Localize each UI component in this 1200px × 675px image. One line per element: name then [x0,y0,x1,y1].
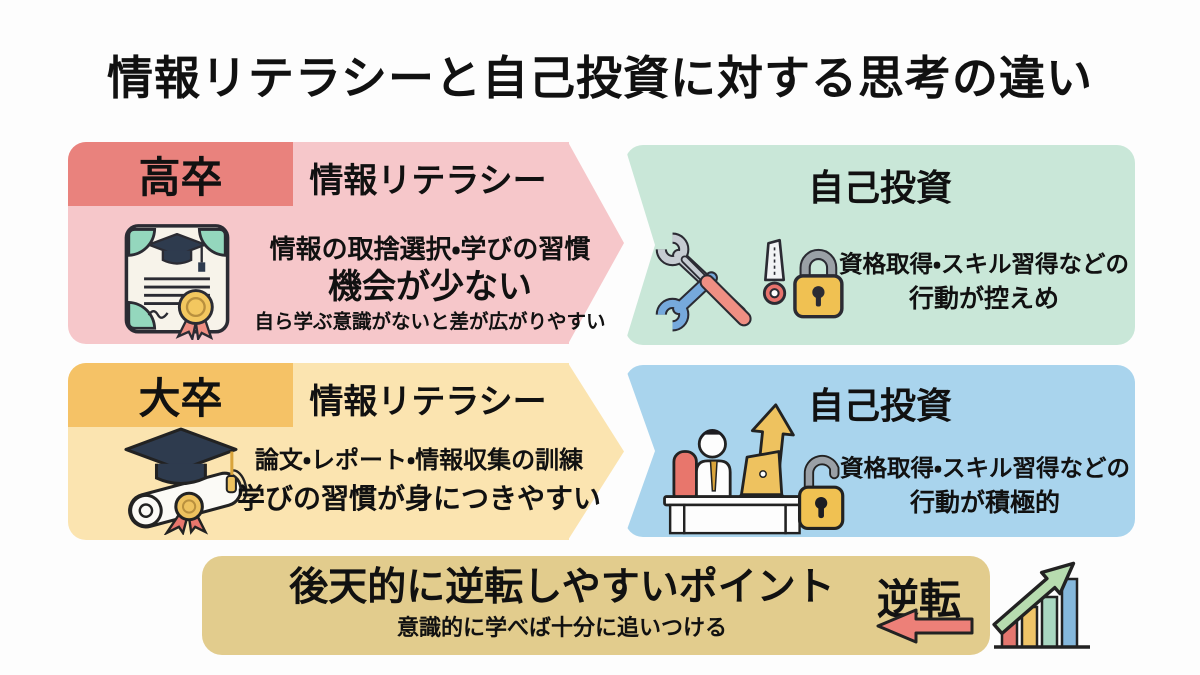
row2-literacy-line1: 論文・レポート・情報収集の訓練 [254,447,584,474]
row2-education-badge: 大卒 [68,363,293,427]
growth-chart-icon [992,545,1092,657]
footer-bar: 後天的に逆転しやすいポイント 意識的に学べば十分に追いつける 逆転 [202,556,990,655]
row2-investment-text: 資格取得・スキル習得などの 行動が積極的 [838,451,1132,521]
row2-literacy-heading: 情報リテラシー [309,382,547,421]
row1-investment-heading: 自己投資 [807,167,952,208]
row1-investment-line1: 資格取得・スキル習得などの [839,251,1129,277]
row1-literacy-panel: 高卒 情報リテラシー [68,142,624,344]
certificate-icon [118,220,236,340]
row2-investment-line2: 行動が積極的 [909,489,1060,517]
tools-knife-locked-padlock-icon [649,231,845,333]
row1-literacy-line2: 機会が少ない [328,268,532,306]
row2-investment-panel: 自己投資 [624,364,1135,538]
row1-investment-text: 資格取得・スキル習得などの 行動が控えめ [833,247,1135,317]
graduation-cap-diploma-icon [106,423,262,535]
row2-investment-line1: 資格取得・スキル習得などの [840,455,1130,481]
person-desk-growth-open-padlock-icon [639,399,857,535]
footer-headline: 後天的に逆転しやすいポイント [289,566,835,609]
row2-literacy-line2: 学びの習慣が身につきやすい [236,483,601,514]
row1-literacy-note: 自ら学ぶ意識がないと差が広がりやすい [254,311,606,333]
row1-literacy-heading: 情報リテラシー [309,161,547,200]
row1-literacy-line1: 情報の取捨選択・学びの習慣 [269,234,591,264]
row2-literacy-panel: 大卒 情報リテラシー 論文・レポート・情報収集の訓練 [68,363,624,540]
row1-investment-line2: 行動が控えめ [908,285,1059,313]
row2-investment-heading: 自己投資 [807,385,952,426]
reversal-label: 逆転 [876,576,961,623]
footer-text: 後天的に逆転しやすいポイント 意識的に学べば十分に追いつける [242,564,882,644]
row1-literacy-text: 情報の取捨選択・学びの習慣 機会が少ない 自ら学ぶ意識がないと差が広がりやすい [246,232,614,336]
reverse-arrow-icon [874,606,974,646]
row1-investment-panel: 自己投資 [624,144,1135,346]
row2-literacy-text: 論文・レポート・情報収集の訓練 学びの習慣が身につきやすい [228,443,610,519]
footer-subline: 意識的に学べば十分に追いつける [396,615,727,640]
page-title: 情報リテラシーと自己投資に対する思考の違い [106,52,1094,104]
row1-education-badge: 高卒 [68,142,293,206]
